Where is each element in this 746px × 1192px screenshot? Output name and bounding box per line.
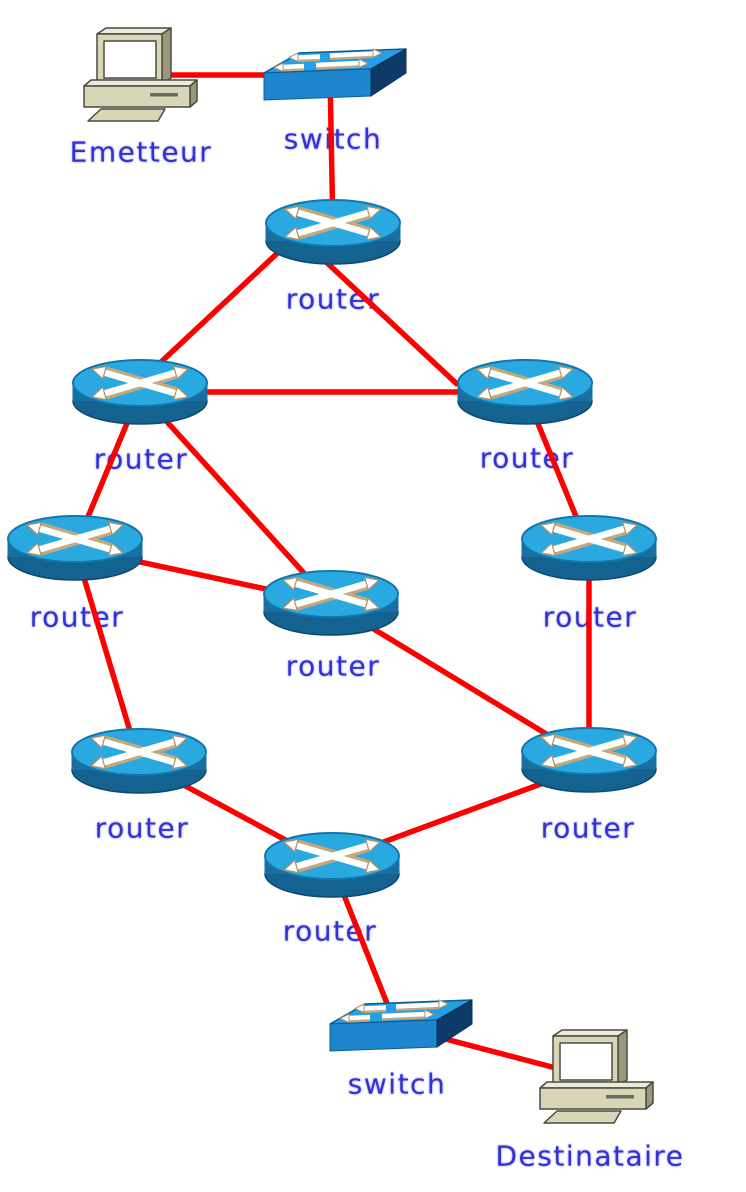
link-router-b-router-e [137,390,334,605]
label-router-b: router [93,442,189,476]
node-router-g [72,729,207,793]
label-destinataire: Destinataire [495,1139,685,1173]
label-router-a: router [285,282,381,316]
nodes-layer [8,27,657,1124]
node-router-c [458,360,593,424]
node-switch-top [264,49,406,100]
label-emetteur: Emetteur [69,135,213,169]
node-emetteur-pc [83,27,198,122]
link-router-d-router-e [74,545,332,606]
node-router-e [264,571,399,635]
node-switch-bottom [330,1000,472,1051]
node-router-a [266,200,401,264]
node-router-b [73,360,208,424]
label-router-i: router [282,914,378,948]
label-router-e: router [285,649,381,683]
label-router-d: router [29,600,125,634]
label-switch-bottom: switch [347,1067,447,1101]
node-destinataire-pc [539,1029,654,1124]
label-switch-top: switch [283,122,383,156]
link-router-d-router-g [72,547,142,762]
label-router-c: router [479,441,575,475]
node-router-d [8,516,143,580]
link-router-a-router-b [127,229,302,395]
label-router-g: router [94,811,190,845]
label-router-f: router [542,600,638,634]
label-router-h: router [540,811,636,845]
node-router-i [265,833,400,897]
node-router-f [522,516,657,580]
node-router-h [522,728,657,792]
